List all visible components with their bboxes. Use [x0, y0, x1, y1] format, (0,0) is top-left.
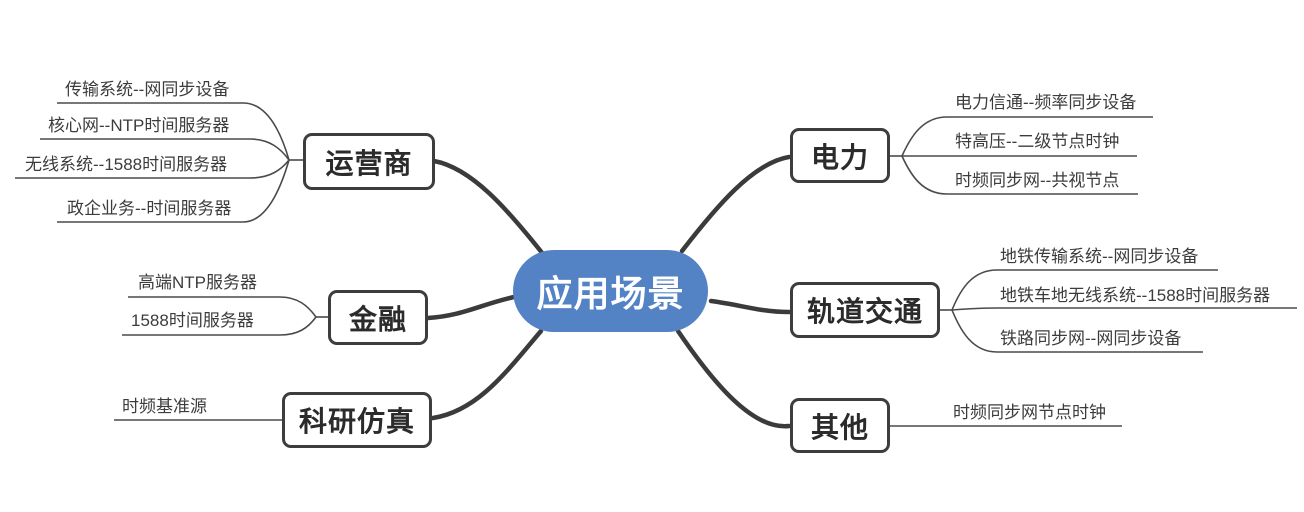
leaf-line-rail-2 [951, 307, 1297, 311]
leaf-line-operators-3 [15, 159, 290, 179]
connector-central-power [679, 154, 792, 254]
leaf-line-operators-1 [57, 102, 290, 161]
branch-node-other[interactable]: 其他 [790, 398, 890, 453]
leaf-operators-1[interactable]: 传输系统--网同步设备 [65, 80, 230, 99]
leaf-rail-2[interactable]: 地铁车地无线系统--1588时间服务器 [1000, 286, 1271, 305]
central-topic[interactable]: 应用场景 [513, 250, 708, 332]
leaf-rail-3[interactable]: 铁路同步网--网同步设备 [1000, 329, 1182, 348]
leaf-finance-2[interactable]: 1588时间服务器 [131, 311, 254, 330]
leaf-line-rail-1 [951, 269, 1218, 311]
connector-central-operators [431, 158, 546, 257]
leaf-line-power-3 [901, 155, 1138, 195]
branch-node-finance[interactable]: 金融 [328, 290, 428, 345]
leaf-line-rail-3 [951, 309, 1203, 353]
leaf-line-operators-4 [57, 159, 290, 223]
connector-central-finance [425, 294, 517, 321]
branch-node-operators[interactable]: 运营商 [303, 133, 435, 190]
branch-node-research[interactable]: 科研仿真 [282, 392, 432, 448]
leaf-operators-4[interactable]: 政企业务--时间服务器 [67, 199, 232, 218]
leaf-research-1[interactable]: 时频基准源 [122, 397, 207, 416]
connector-central-rail [708, 298, 792, 315]
leaf-operators-2[interactable]: 核心网--NTP时间服务器 [48, 116, 230, 135]
branch-node-rail[interactable]: 轨道交通 [790, 282, 940, 338]
connector-central-research [430, 328, 544, 421]
leaf-rail-1[interactable]: 地铁传输系统--网同步设备 [1000, 247, 1199, 266]
connector-central-other [675, 328, 792, 429]
leaf-power-3[interactable]: 时频同步网--共视节点 [955, 171, 1120, 190]
leaf-power-1[interactable]: 电力信通--频率同步设备 [955, 93, 1137, 112]
leaf-power-2[interactable]: 特高压--二级节点时钟 [955, 132, 1120, 151]
leaf-line-finance-1 [128, 296, 317, 318]
leaf-operators-3[interactable]: 无线系统--1588时间服务器 [25, 155, 228, 174]
leaf-finance-1[interactable]: 高端NTP服务器 [138, 273, 257, 292]
leaf-line-finance-2 [122, 316, 317, 336]
leaf-other-1[interactable]: 时频同步网节点时钟 [953, 403, 1106, 422]
branch-node-power[interactable]: 电力 [790, 128, 890, 183]
leaf-line-power-1 [901, 116, 1153, 157]
leaf-line-operators-2 [40, 138, 290, 161]
